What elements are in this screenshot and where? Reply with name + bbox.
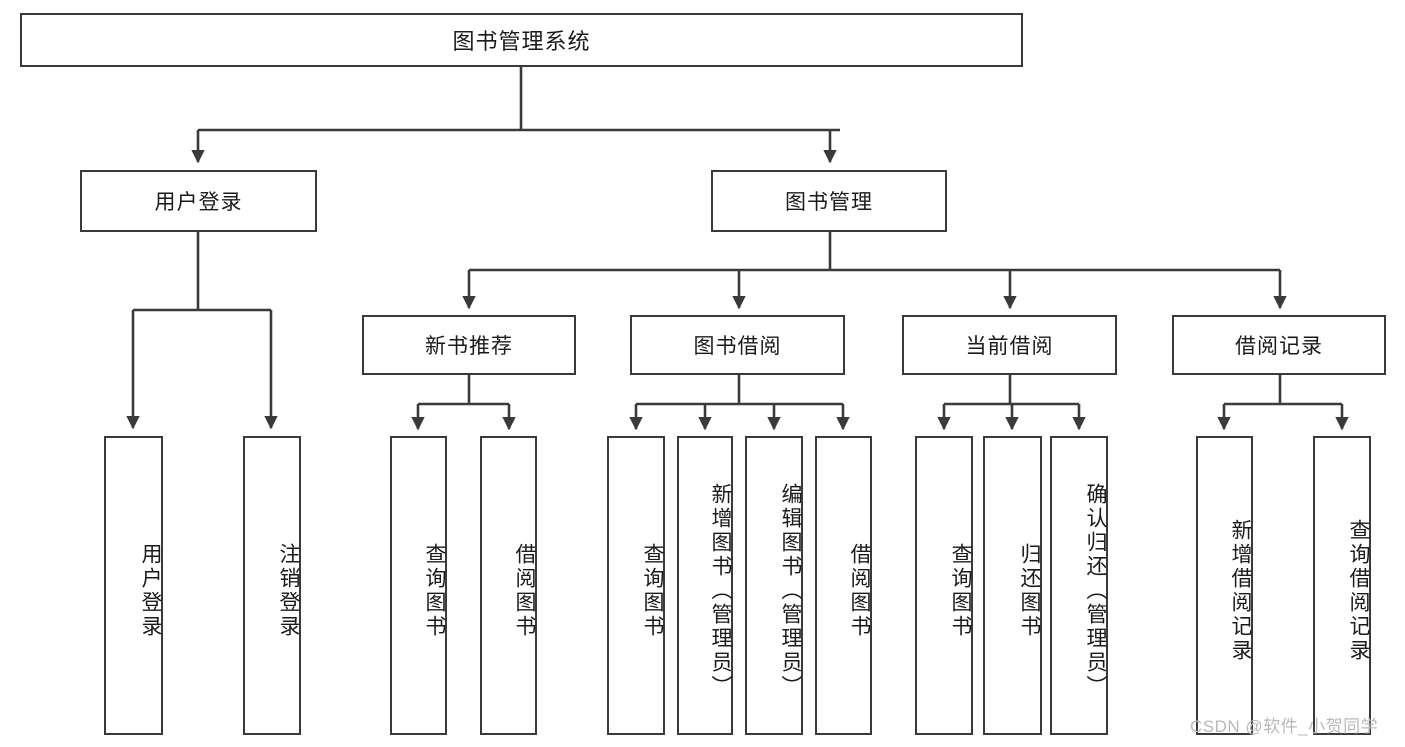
node-user-login[interactable]: 用户登录 [80, 170, 317, 232]
node-label: 编辑图书（管理员） [779, 482, 802, 699]
node-label: 图书管理 [785, 191, 873, 214]
watermark: CSDN @软件_小贺同学 [1190, 717, 1379, 736]
node-label: 归还图书 [1018, 542, 1041, 639]
node-label: 查询借阅记录 [1347, 518, 1370, 663]
node-label: 新增图书（管理员） [709, 482, 732, 699]
node-label: 注销登录 [277, 542, 300, 639]
node-new-book-recommend[interactable]: 新书推荐 [362, 315, 576, 375]
node-label: 图书借阅 [693, 335, 782, 358]
node-label: 查询图书 [949, 542, 972, 639]
node-label: 用户登录 [154, 191, 243, 214]
node-label: 当前借阅 [965, 335, 1054, 358]
node-root[interactable]: 图书管理系统 [20, 13, 1023, 67]
node-current-borrow[interactable]: 当前借阅 [902, 315, 1117, 375]
node-label: 新书推荐 [425, 335, 513, 358]
leaf-add-book-admin[interactable]: 新增图书（管理员） [677, 436, 733, 735]
node-label: 用户登录 [139, 542, 162, 639]
node-borrow-records[interactable]: 借阅记录 [1172, 315, 1386, 375]
node-label: 图书管理系统 [452, 29, 591, 54]
node-label: 查询图书 [641, 542, 664, 639]
leaf-confirm-return-admin[interactable]: 确认归还（管理员） [1050, 436, 1108, 735]
node-label: 借阅记录 [1235, 335, 1323, 358]
node-label: 确认归还（管理员） [1084, 482, 1107, 699]
leaf-query-book-current[interactable]: 查询图书 [915, 436, 973, 735]
leaf-query-book[interactable]: 查询图书 [607, 436, 665, 735]
leaf-return-book[interactable]: 归还图书 [983, 436, 1042, 735]
leaf-query-book-recommend[interactable]: 查询图书 [390, 436, 447, 735]
leaf-user-login[interactable]: 用户登录 [104, 436, 163, 735]
node-label: 新增借阅记录 [1229, 518, 1252, 663]
leaf-query-borrow-record[interactable]: 查询借阅记录 [1313, 436, 1371, 735]
node-label: 查询图书 [423, 542, 446, 639]
node-book-management[interactable]: 图书管理 [711, 170, 947, 232]
leaf-add-borrow-record[interactable]: 新增借阅记录 [1196, 436, 1253, 735]
node-label: 借阅图书 [513, 542, 536, 639]
leaf-borrow-book-recommend[interactable]: 借阅图书 [480, 436, 537, 735]
leaf-logout[interactable]: 注销登录 [243, 436, 301, 735]
leaf-borrow-book[interactable]: 借阅图书 [815, 436, 872, 735]
node-book-borrow[interactable]: 图书借阅 [630, 315, 845, 375]
leaf-edit-book-admin[interactable]: 编辑图书（管理员） [745, 436, 803, 735]
node-label: 借阅图书 [848, 542, 871, 639]
